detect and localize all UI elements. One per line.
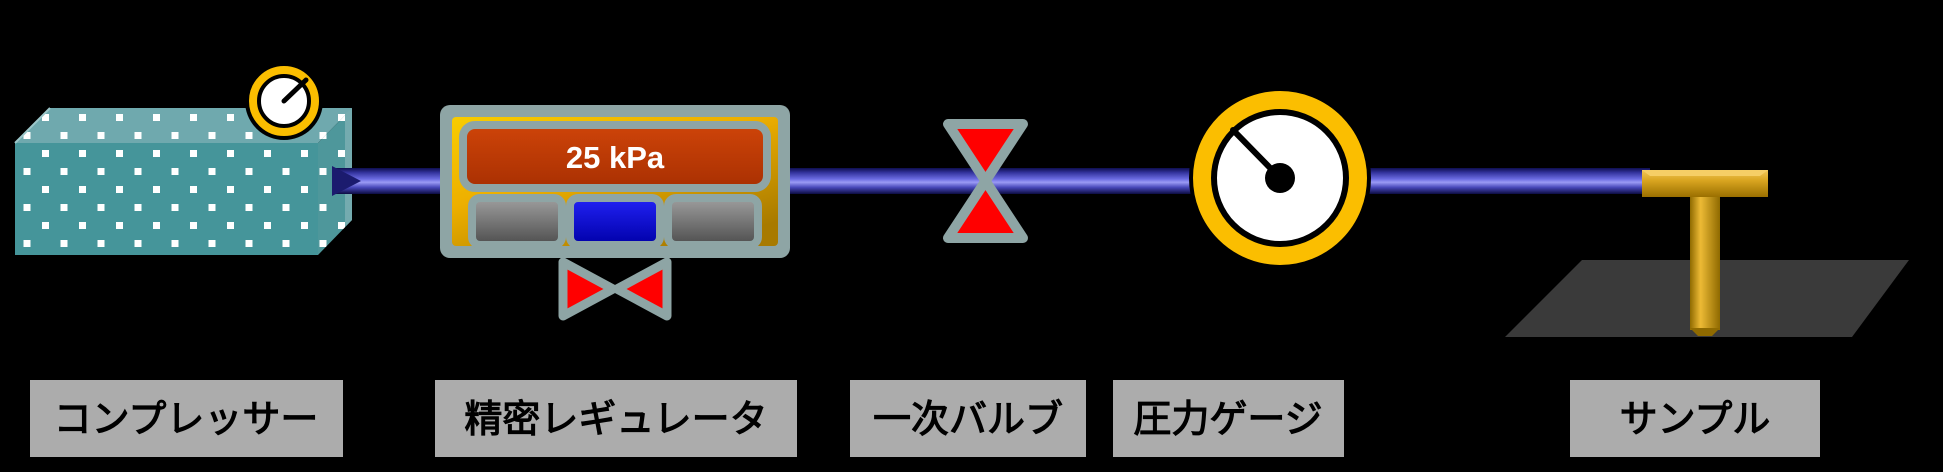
sample-tee-stem-bevel [1690, 328, 1720, 336]
label-regulator: 精密レギュレータ [435, 380, 797, 457]
label-sample: サンプル [1570, 380, 1820, 457]
regulator-valve-right-triangle [612, 257, 672, 321]
label-box [850, 380, 1086, 457]
small-gauge-needle [281, 77, 309, 104]
label-text-pressure-gauge: 圧力ゲージ [1133, 399, 1322, 441]
regulator-valve-icon [558, 257, 672, 321]
sample-tee [1642, 170, 1768, 336]
label-text-compressor: コンプレッサー [54, 399, 319, 441]
label-box [30, 380, 343, 457]
compressor-edge-highlight [14, 107, 51, 144]
label-text-regulator: 精密レギュレータ [464, 399, 767, 441]
regulator-display [459, 121, 771, 192]
precision-regulator: 25 kPa [440, 105, 790, 321]
primary-valve-top-triangle [943, 119, 1028, 186]
primary-valve-bottom-triangle [943, 176, 1028, 243]
compressor-front-dots [15, 143, 318, 255]
sample-tee-bar-highlight [1642, 170, 1768, 176]
sample-tee-stem [1690, 190, 1720, 330]
regulator-valve-left-triangle [558, 257, 618, 321]
regulator-button-left [468, 194, 566, 249]
label-compressor: コンプレッサー [30, 380, 343, 457]
sample-stage [1505, 170, 1909, 337]
regulator-button-right [664, 194, 762, 249]
label-pressure-gauge: 圧力ゲージ [1113, 380, 1344, 457]
gauge-hub [1265, 163, 1295, 193]
regulator-button-center [566, 194, 664, 249]
compressor-gauge-icon [245, 62, 323, 140]
regulator-buttons [468, 194, 762, 249]
pressure-gauge-icon [1189, 87, 1371, 269]
label-primary-valve: 一次バルブ [850, 380, 1086, 457]
regulator-display-value: 25 kPa [566, 140, 665, 175]
label-text-primary-valve: 一次バルブ [873, 398, 1063, 441]
label-box [435, 380, 797, 457]
pipe-end-cap [332, 166, 361, 196]
primary-valve-icon [943, 119, 1028, 243]
compressor-tank [14, 107, 352, 255]
label-text-sample: サンプル [1620, 399, 1771, 441]
label-box [1113, 380, 1344, 457]
label-box [1570, 380, 1820, 457]
